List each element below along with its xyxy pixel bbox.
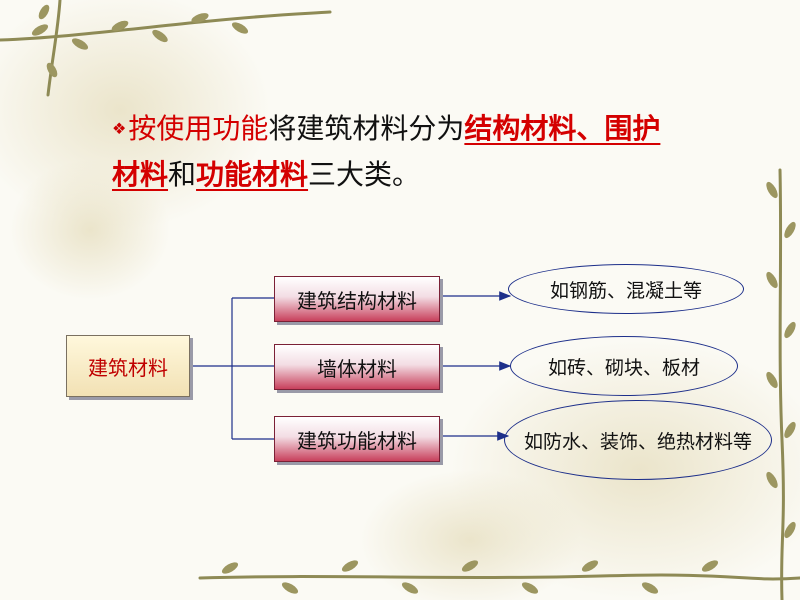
category-node-functional: 建筑功能材料 bbox=[274, 416, 440, 462]
headline-structural: 结构材料、围护 bbox=[464, 112, 661, 145]
headline-enclosure: 材料 bbox=[112, 158, 169, 191]
headline-tail: 三大类。 bbox=[308, 158, 421, 191]
root-node: 建筑材料 bbox=[66, 335, 190, 397]
headline-part2: 将建筑材料分为 bbox=[268, 112, 465, 145]
headline-and: 和 bbox=[168, 158, 197, 191]
example-ellipse-structural: 如钢筋、混凝土等 bbox=[508, 264, 744, 314]
bullet-icon: ❖ bbox=[112, 119, 127, 138]
category-node-structural: 建筑结构材料 bbox=[274, 276, 440, 322]
headline-part1: 按使用功能 bbox=[128, 112, 269, 145]
category-node-wall: 墙体材料 bbox=[274, 344, 440, 390]
example-ellipse-functional: 如防水、装饰、绝热材料等 bbox=[504, 400, 772, 480]
headline: ❖按使用功能将建筑材料分为结构材料、围护材料和功能材料三大类。 bbox=[112, 106, 752, 198]
example-ellipse-wall: 如砖、砌块、板材 bbox=[510, 336, 738, 396]
headline-functional: 功能材料 bbox=[196, 158, 309, 191]
